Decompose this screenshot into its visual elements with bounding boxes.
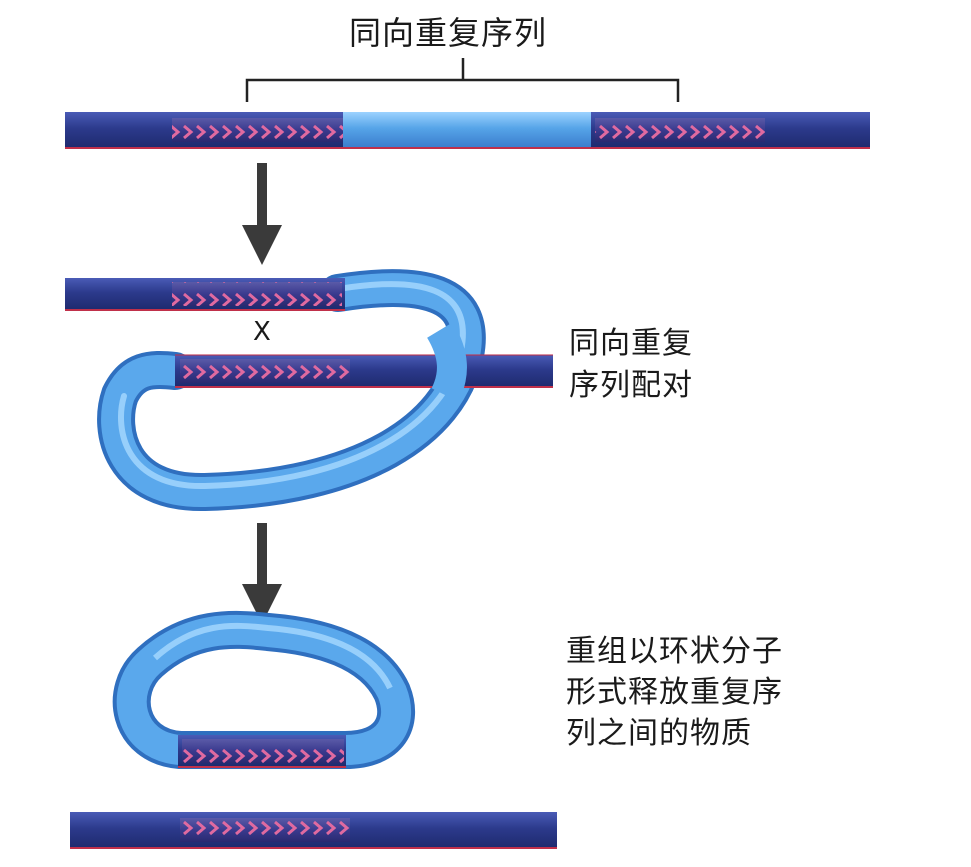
pairing-label-line1: 同向重复 — [569, 326, 693, 361]
intervening-segment — [343, 112, 591, 148]
result-label-line3: 列之间的物质 — [566, 716, 752, 751]
dna-loop-paired — [65, 269, 553, 512]
repeat-bracket — [245, 58, 680, 102]
crossover-mark: X — [253, 317, 271, 347]
circular-molecule — [112, 610, 415, 769]
dna-strand-remaining — [70, 812, 557, 849]
result-label-line2: 形式释放重复序 — [566, 675, 783, 710]
dna-strand-original — [65, 112, 870, 149]
pairing-label-line2: 序列配对 — [569, 368, 693, 403]
direct-repeat-right — [595, 118, 765, 142]
result-label-line1: 重组以环状分子 — [566, 634, 783, 669]
title-direct-repeats: 同向重复序列 — [349, 14, 548, 52]
direct-repeat-left — [172, 118, 343, 142]
